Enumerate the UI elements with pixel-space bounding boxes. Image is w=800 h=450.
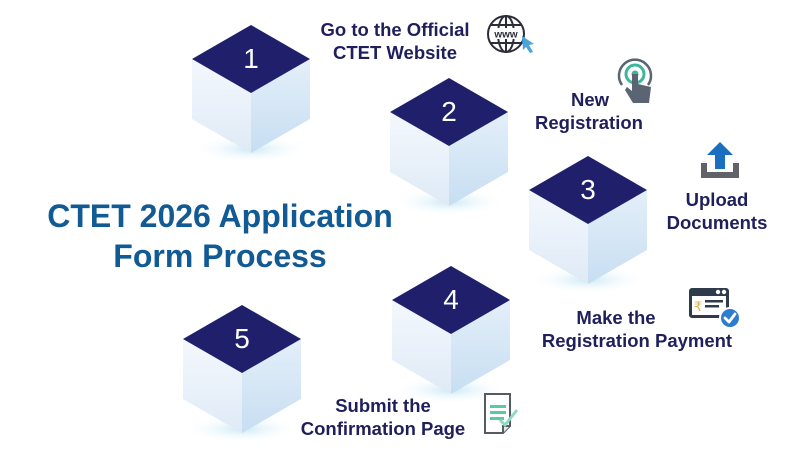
step-number: 4 xyxy=(443,284,459,315)
payment-check-icon: ₹ xyxy=(688,286,742,332)
title-line-2: Form Process xyxy=(113,238,327,274)
page-title: CTET 2026 Application Form Process xyxy=(0,196,440,276)
step-2-cube: 2 xyxy=(388,78,510,218)
step-2-label: New Registration xyxy=(524,88,654,134)
label-line-2: Registration Payment xyxy=(541,330,733,351)
rupee-text: ₹ xyxy=(694,300,702,315)
cube-shape xyxy=(390,78,508,216)
label-line-1: New xyxy=(570,89,610,110)
step-number: 3 xyxy=(580,174,596,205)
label-line-1: Submit the xyxy=(335,395,431,416)
cube-shape xyxy=(392,266,510,404)
step-3-cube: 3 xyxy=(527,156,649,296)
cube-shape xyxy=(183,305,301,443)
cube-shape xyxy=(192,25,310,163)
label-line-2: CTET Website xyxy=(332,42,458,63)
step-1-label: Go to the Official CTET Website xyxy=(305,18,485,64)
document-check-icon xyxy=(482,392,520,436)
label-line-1: Upload xyxy=(685,189,749,210)
step-number: 5 xyxy=(234,323,250,354)
step-1-cube: 1 xyxy=(190,25,312,165)
step-number: 2 xyxy=(441,96,457,127)
step-4-label: Make the Registration Payment xyxy=(524,306,750,352)
step-3-label: Upload Documents xyxy=(655,188,779,234)
label-line-2: Confirmation Page xyxy=(300,418,466,439)
label-line-1: Make the xyxy=(576,307,656,328)
step-5-label: Submit the Confirmation Page xyxy=(288,394,478,440)
globe-www-icon: www xyxy=(486,14,538,56)
label-line-1: Go to the Official xyxy=(320,19,470,40)
step-5-cube: 5 xyxy=(181,305,303,445)
step-4-cube: 4 xyxy=(390,266,512,406)
label-line-2: Registration xyxy=(535,112,643,133)
www-text: www xyxy=(493,30,518,41)
title-line-1: CTET 2026 Application xyxy=(47,198,393,234)
label-line-2: Documents xyxy=(666,212,768,233)
touch-tap-icon xyxy=(614,57,656,107)
step-number: 1 xyxy=(243,43,259,74)
cube-shape xyxy=(529,156,647,294)
upload-icon xyxy=(699,140,741,180)
